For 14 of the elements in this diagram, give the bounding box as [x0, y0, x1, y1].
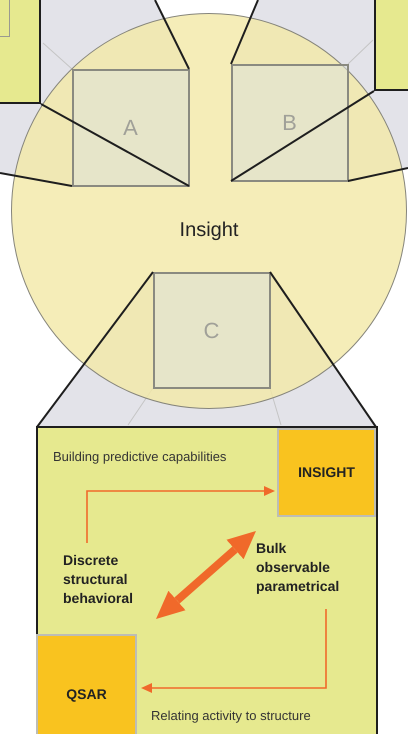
insight-box: INSIGHT [277, 428, 376, 517]
zoom-panel [374, 0, 408, 91]
detail-box: B [230, 64, 348, 182]
zoom-panel [0, 0, 41, 104]
arrow [141, 609, 327, 693]
arrow [86, 486, 275, 543]
qsar-box: QSAR [36, 634, 137, 734]
text-label: Discrete structural behavioral [63, 551, 153, 611]
zoom-panel [36, 426, 378, 734]
detail-box: C [152, 272, 270, 388]
detail-box: A [72, 68, 190, 186]
circle-label: Insight [178, 218, 240, 243]
double-arrow [156, 531, 256, 619]
text-label: Bulk observable parametrical [256, 539, 356, 599]
